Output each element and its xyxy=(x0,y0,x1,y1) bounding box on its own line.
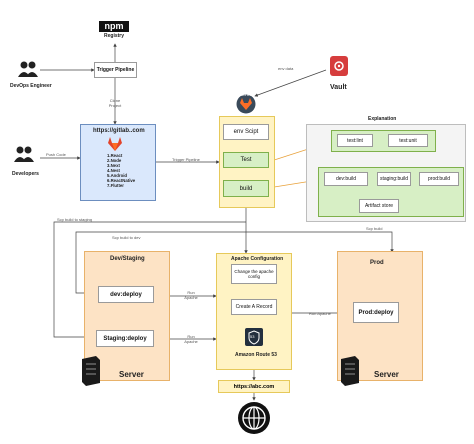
edge-vault-env xyxy=(254,69,327,97)
test-unit-box: test:unit xyxy=(388,134,428,147)
edge-label-run-apache-2: Run Apache xyxy=(184,334,198,344)
list-item: 5.Android xyxy=(107,173,128,178)
edge-label-run-apache-1: Run Apache xyxy=(184,290,198,300)
prod-server-icon xyxy=(337,356,359,386)
npm-label: Registry xyxy=(104,33,125,39)
devstaging-server-icon xyxy=(78,356,100,386)
prod-title: Prod xyxy=(370,260,384,266)
edge-label-clone-project: Clone Project xyxy=(108,98,122,108)
prod-build-box: prod:build xyxy=(419,172,459,186)
route53-label: Amazon Route 53 xyxy=(235,352,277,358)
build-box[interactable]: build xyxy=(223,180,269,197)
edge-label-trigger-pipeline: Trigger Pipeline xyxy=(172,157,200,162)
list-item: 4.Nest xyxy=(107,168,120,173)
change-apache-config-box[interactable]: Change the apache config xyxy=(231,264,277,284)
list-item: 3.Next xyxy=(107,163,120,168)
devstaging-title: Dev/Staging xyxy=(110,256,145,262)
gitlab-project-list: 1.React 2.Node 3.Next 4.Nest 5.Android 6… xyxy=(107,153,135,188)
url-box[interactable]: https://abc.com xyxy=(218,380,290,393)
vault-icon xyxy=(330,56,348,76)
dev-deploy-box[interactable]: dev:deploy xyxy=(98,286,154,303)
devops-label: DevOps Engineer xyxy=(10,83,52,89)
staging-build-box: staging:build xyxy=(377,172,411,186)
list-item: 1.React xyxy=(107,153,123,158)
edge-label-push-code: Push Code xyxy=(46,152,66,157)
edge-label-scp-dev: Scp build to dev xyxy=(112,235,141,240)
test-lint-box: test:lint xyxy=(337,134,373,147)
gitlab-fox-icon xyxy=(107,137,123,151)
vault-label: Vault xyxy=(330,84,347,91)
prod-deploy-box[interactable]: Prod:deploy xyxy=(353,302,399,323)
staging-deploy-box[interactable]: Staging:deploy xyxy=(96,330,154,347)
developers-label: Developers xyxy=(12,171,39,177)
test-box[interactable]: Test xyxy=(223,152,269,168)
list-item: 7.Flutter xyxy=(107,183,124,188)
globe-icon xyxy=(236,400,272,436)
gitlab-panel xyxy=(80,124,156,201)
edge-label-env-data: env data xyxy=(278,66,294,71)
developers-person-icon xyxy=(12,146,36,162)
list-item: 6.ReactNative xyxy=(107,178,136,183)
edge-label-scp-staging: Scp build to staging xyxy=(57,217,92,222)
prod-server-label: Server xyxy=(374,370,399,379)
create-a-record-box[interactable]: Create A Record xyxy=(231,299,277,315)
explanation-title: Explanation xyxy=(368,116,397,122)
artifact-store-box: Artifact store xyxy=(359,199,399,213)
route53-badge: 53 xyxy=(250,334,255,339)
apache-title: Apache Configuration xyxy=(231,256,284,262)
devstaging-server-label: Server xyxy=(119,370,144,379)
trigger-pipeline-box[interactable]: Trigger Pipeline xyxy=(94,62,137,78)
dev-build-box: dev:build xyxy=(324,172,368,186)
env-script-box[interactable]: env Scipt xyxy=(223,124,269,140)
list-item: 2.Node xyxy=(107,158,122,163)
gitlab-url: https://gitlab..com xyxy=(93,128,145,134)
route53-icon xyxy=(245,328,263,346)
runner-label: Runner xyxy=(238,92,252,97)
devops-person-icon xyxy=(16,61,40,77)
npm-logo: npm xyxy=(99,21,129,32)
edge-label-scp-build: Scp build xyxy=(366,226,383,231)
runner-icon xyxy=(236,94,256,114)
edge-label-run-apache-prod: Run Apache xyxy=(309,311,331,316)
